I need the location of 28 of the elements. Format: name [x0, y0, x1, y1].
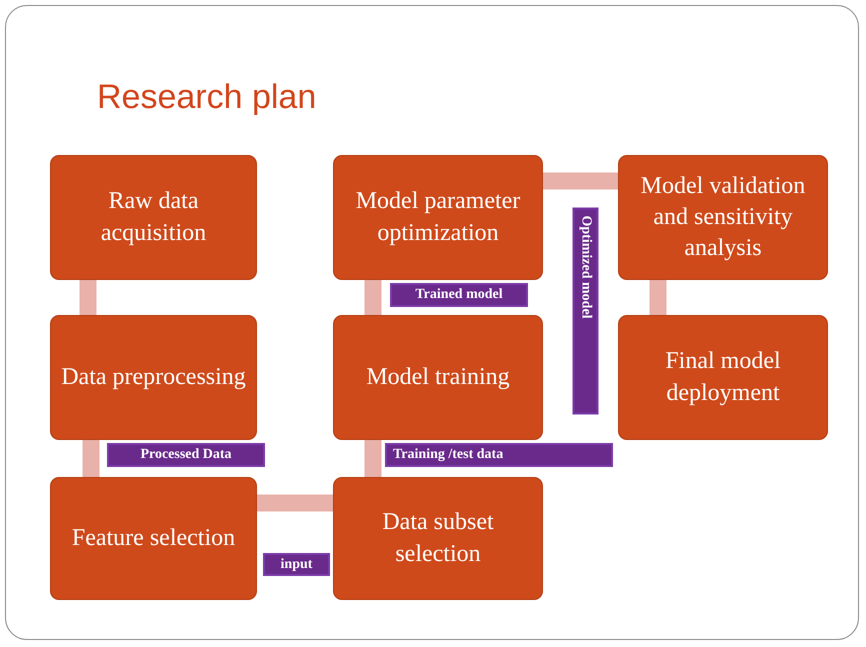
edge-label: Optimized model: [572, 208, 598, 414]
step-label: Data subset selection: [381, 508, 495, 568]
process-box: [618, 155, 828, 280]
process-box: [333, 315, 543, 440]
step-label: Raw data acquisition: [100, 187, 208, 248]
connector-bar: [80, 280, 96, 315]
process-box: [50, 315, 257, 440]
edge-label: input: [263, 553, 330, 576]
connector-bar: [364, 440, 382, 477]
connector-bar: [543, 172, 618, 190]
step-label: Model parameter optimization: [354, 187, 522, 248]
connector-bar: [82, 440, 100, 477]
edge-label: Trained model: [390, 283, 528, 307]
step-label: Model training: [366, 362, 510, 392]
connector-bar: [364, 280, 382, 315]
step-label: Final model deployment: [664, 347, 782, 408]
step-label: Data preprocessing: [61, 362, 246, 392]
edge-label: Processed Data: [107, 443, 265, 467]
step-label: Model validation and sensitivity analysis: [640, 172, 806, 264]
process-box: [50, 155, 257, 280]
process-box: [618, 315, 828, 440]
connector-bar: [257, 494, 333, 512]
title: Research plan: [97, 78, 316, 117]
step-label: Feature selection: [72, 524, 236, 553]
process-box: [333, 155, 543, 280]
process-box: [333, 477, 543, 600]
edge-label: Training /test data: [385, 443, 613, 467]
process-box: [50, 477, 257, 600]
